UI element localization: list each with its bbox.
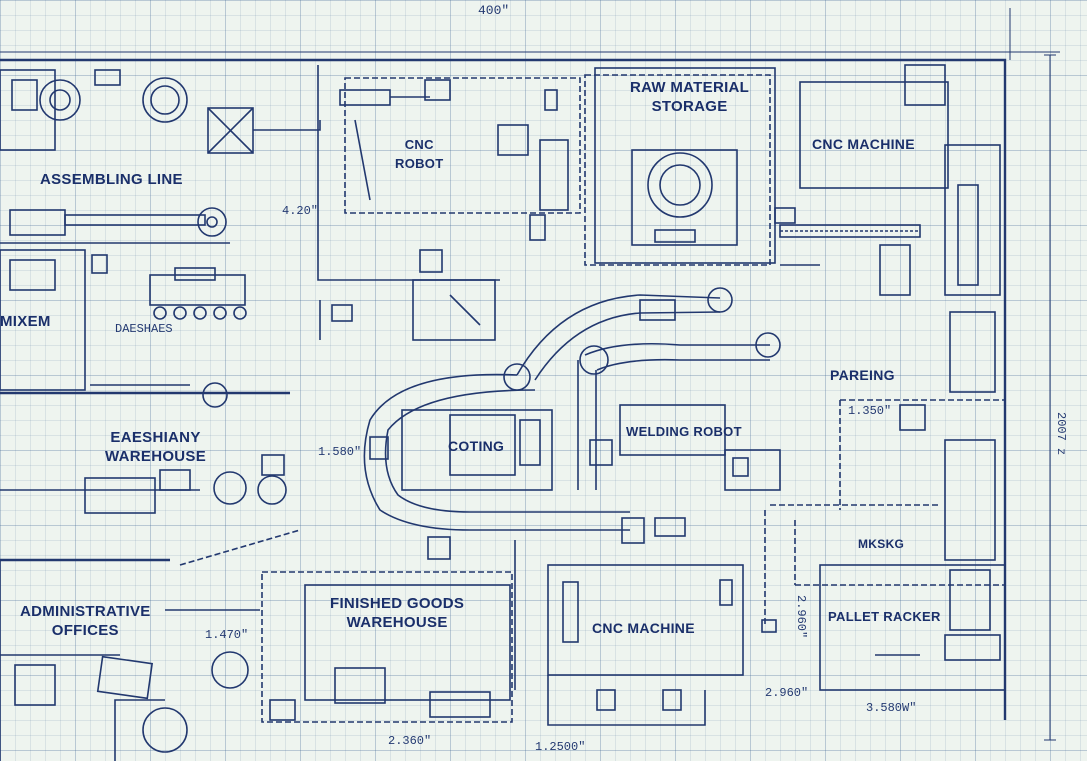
- dimension-4-20: 4.20": [282, 204, 319, 218]
- dimension-1-2500: 1.2500": [535, 740, 586, 754]
- pallet-racker-zone: [761, 510, 1006, 691]
- assembling-line-zone: [0, 69, 321, 244]
- cnc-machine-top-zone: [774, 64, 1001, 296]
- masking-label: MKSKG: [858, 537, 905, 551]
- easy-warehouse-label: EAESHIANY WAREHOUSE: [105, 429, 207, 465]
- welding-robot-zone: [619, 404, 781, 491]
- dimension-top-width: 400": [478, 3, 510, 18]
- admin-offices-label: ADMINISTRATIVE OFFICES: [20, 603, 151, 639]
- admin-offices-zone: [0, 560, 260, 761]
- dimension-1-580: 1.580": [318, 445, 362, 459]
- dimension-2-960: 2.960": [765, 686, 809, 700]
- cnc-robot-room: [317, 65, 581, 341]
- raw-material-label: RAW MATERIAL STORAGE: [630, 79, 750, 115]
- dimension-1-470: 1.470": [205, 628, 249, 642]
- finished-goods-label: FINISHED GOODS WAREHOUSE: [330, 595, 465, 631]
- assembling-line-label: ASSEMBLING LINE: [40, 171, 183, 188]
- finished-goods-zone: [261, 571, 513, 723]
- dimension-3-580w: 3.580W": [866, 701, 917, 715]
- dimension-right-height: 2007 z: [1054, 412, 1068, 456]
- outer-wall: [0, 58, 1007, 720]
- dimension-1-350: 1.350": [848, 404, 892, 418]
- pareting-label: PAREING: [830, 367, 895, 383]
- mixer-label: MIXEM: [0, 313, 51, 330]
- welding-robot-label: WELDING ROBOT: [626, 424, 742, 439]
- cnc-machine-bottom-label: CNC MACHINE: [592, 620, 695, 636]
- coating-label: COTING: [448, 438, 505, 454]
- mixer-zone: [0, 249, 247, 408]
- cnc-robot-label: CNC ROBOT: [395, 137, 444, 171]
- dispatch-label: DAESHAES: [115, 322, 173, 336]
- raw-material-zone: [584, 67, 820, 266]
- cnc-machine-top-label: CNC MACHINE: [812, 136, 915, 152]
- dimension-2-960-vertical: 2.960": [794, 595, 808, 639]
- top-dimension-line: [0, 8, 1060, 741]
- coating-zone: [401, 409, 553, 491]
- pareting-zone: [770, 311, 1005, 586]
- dimension-2-360: 2.360": [388, 734, 432, 748]
- pallet-racker-label: PALLET RACKER: [828, 609, 941, 624]
- conveyor-loop: [363, 287, 781, 560]
- cnc-machine-bottom-zone: [179, 529, 744, 726]
- easy-warehouse-zone: [0, 454, 287, 514]
